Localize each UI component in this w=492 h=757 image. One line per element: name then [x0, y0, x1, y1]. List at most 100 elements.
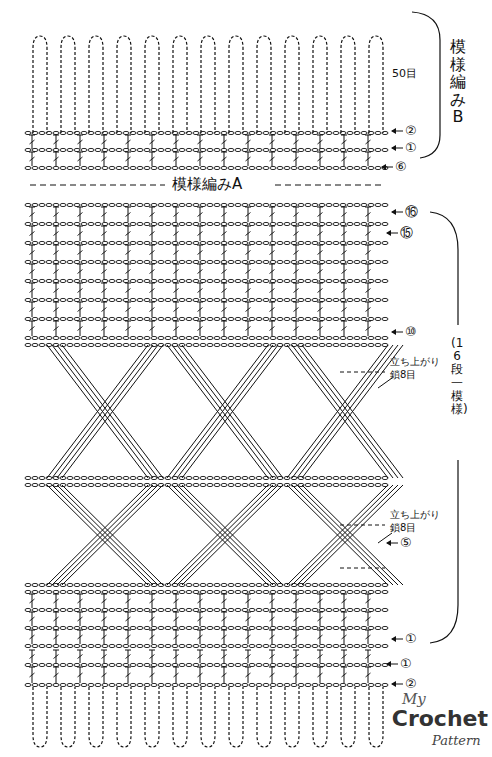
double-crochet-top	[269, 283, 275, 284]
chain-stitch	[382, 476, 388, 479]
long-stitch	[62, 345, 163, 478]
double-crochet-bar	[294, 617, 299, 621]
chain-stitch	[291, 483, 297, 486]
chain-stitch	[361, 241, 367, 244]
chain-stitch	[102, 476, 108, 479]
bracket	[430, 460, 458, 643]
chain-stitch	[207, 203, 213, 206]
chain-stitch	[305, 166, 311, 169]
chain-stitch	[25, 203, 31, 206]
chain-stitch	[151, 343, 157, 346]
pattern-title: 模様編みB	[450, 38, 466, 126]
chain-stitch	[235, 131, 241, 134]
chain-stitch	[298, 583, 304, 586]
chain-stitch	[361, 336, 367, 339]
chain-stitch	[116, 683, 122, 686]
chain-stitch	[81, 683, 87, 686]
double-crochet-top	[245, 612, 251, 613]
double-crochet-bar	[270, 617, 275, 621]
chain-stitch	[305, 583, 311, 586]
double-crochet-bar	[294, 655, 299, 659]
chain-stitch	[151, 241, 157, 244]
chain-stitch	[172, 317, 178, 320]
double-crochet-top	[293, 152, 299, 153]
chain-stitch	[291, 222, 297, 225]
double-crochet-bar	[198, 270, 203, 274]
chain-stitch	[172, 298, 178, 301]
chain-stitch	[305, 663, 311, 666]
chain-stitch	[270, 260, 276, 263]
chain-stitch	[193, 336, 199, 339]
double-crochet-bar	[54, 232, 59, 236]
double-crochet-top	[77, 245, 83, 246]
chain-stitch	[256, 317, 262, 320]
double-crochet-top	[269, 207, 275, 208]
chain-stitch	[25, 590, 31, 593]
chain-stitch	[207, 626, 213, 629]
chain-stitch	[221, 476, 227, 479]
long-stitch	[287, 345, 388, 478]
chain-stitch	[53, 483, 59, 486]
double-crochet-bar	[174, 289, 179, 293]
double-crochet-bar	[78, 289, 83, 293]
double-crochet-bar	[174, 270, 179, 274]
chain-stitch	[256, 148, 262, 151]
chain-stitch	[144, 590, 150, 593]
double-crochet-bar	[342, 635, 347, 639]
double-crochet-bar	[222, 270, 227, 274]
chain-stitch	[291, 131, 297, 134]
chain-stitch	[298, 608, 304, 611]
double-crochet-bar	[54, 213, 59, 217]
double-crochet-bar	[78, 599, 83, 603]
long-stitch	[302, 485, 403, 585]
row-line	[340, 372, 385, 373]
chain-stitch	[109, 590, 115, 593]
double-crochet-bar	[366, 232, 371, 236]
long-stitch	[287, 485, 388, 585]
double-crochet-top	[221, 630, 227, 631]
double-crochet-top	[269, 226, 275, 227]
double-crochet-bar	[294, 673, 299, 677]
chain-stitch	[60, 608, 66, 611]
chain-stitch	[60, 663, 66, 666]
chain-stitch	[249, 298, 255, 301]
double-crochet-top	[53, 283, 59, 284]
callout-number: ①	[405, 632, 417, 645]
double-crochet-bar	[126, 635, 131, 639]
chain-stitch	[284, 663, 290, 666]
double-crochet-bar	[150, 655, 155, 659]
chain-stitch	[305, 343, 311, 346]
double-crochet-bar	[294, 289, 299, 293]
double-crochet-top	[125, 594, 131, 595]
chain-stitch	[46, 298, 52, 301]
chain-stitch	[354, 279, 360, 282]
fringe-loop	[285, 687, 299, 747]
double-crochet-bar	[270, 232, 275, 236]
double-crochet-top	[269, 302, 275, 303]
chain-stitch	[186, 131, 192, 134]
chain-stitch	[228, 241, 234, 244]
chain-stitch	[39, 166, 45, 169]
double-crochet-bar	[78, 270, 83, 274]
double-crochet-bar	[246, 232, 251, 236]
chain-stitch	[172, 222, 178, 225]
chain-stitch	[32, 683, 38, 686]
chain-stitch	[228, 608, 234, 611]
chain-stitch	[270, 298, 276, 301]
arrow-head	[391, 636, 396, 642]
chain-stitch	[102, 148, 108, 151]
chain-stitch	[228, 483, 234, 486]
long-stitch	[52, 485, 153, 585]
chain-stitch	[130, 148, 136, 151]
chain-stitch	[88, 483, 94, 486]
chain-stitch	[67, 476, 73, 479]
chain-stitch	[340, 336, 346, 339]
chain-stitch	[214, 608, 220, 611]
chain-stitch	[298, 644, 304, 647]
chain-stitch	[375, 298, 381, 301]
chain-stitch	[235, 476, 241, 479]
chain-stitch	[242, 241, 248, 244]
chain-stitch	[158, 476, 164, 479]
double-crochet-top	[293, 321, 299, 322]
double-crochet-bar	[78, 140, 83, 144]
